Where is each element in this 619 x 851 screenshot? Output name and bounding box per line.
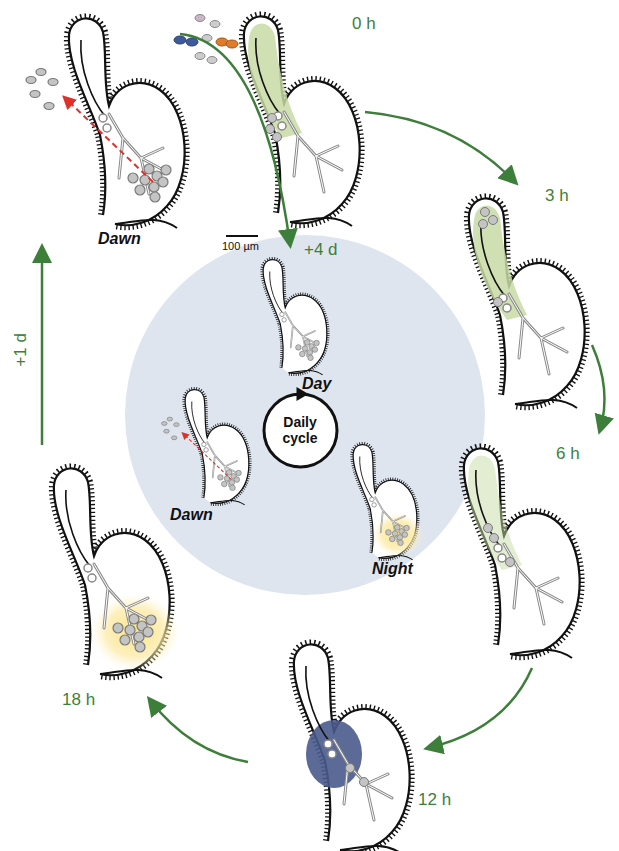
organ-3h [469, 198, 585, 408]
time-label: 18 h [62, 690, 95, 710]
phase-label: Dawn [98, 230, 141, 248]
phase-label: Day [302, 375, 331, 393]
time-label: +1 d [11, 333, 31, 367]
scale-label: 100 µm [222, 240, 259, 253]
time-label: +4 d [304, 240, 338, 260]
cycle-label: Daily cycle [272, 414, 328, 446]
scale-bar [226, 235, 258, 237]
organ-day [263, 260, 327, 375]
time-label: 12 h [418, 790, 451, 810]
cycle-circle: Daily cycle [261, 391, 340, 470]
organ-night [353, 445, 423, 560]
organ-1d-dawn [26, 18, 185, 228]
daily-cycle-disc [125, 235, 485, 595]
organ-12h [294, 644, 410, 851]
organ-6h [464, 448, 580, 658]
time-label: 0 h [352, 14, 376, 34]
time-arrows [42, 34, 605, 762]
organ-dawn [162, 390, 249, 505]
organ-18h [54, 468, 179, 678]
phase-label: Dawn [170, 506, 213, 524]
time-label: 3 h [545, 186, 569, 206]
time-label: 6 h [556, 444, 580, 464]
bacteria-inoculum [174, 15, 238, 64]
phase-label: Night [372, 560, 413, 578]
